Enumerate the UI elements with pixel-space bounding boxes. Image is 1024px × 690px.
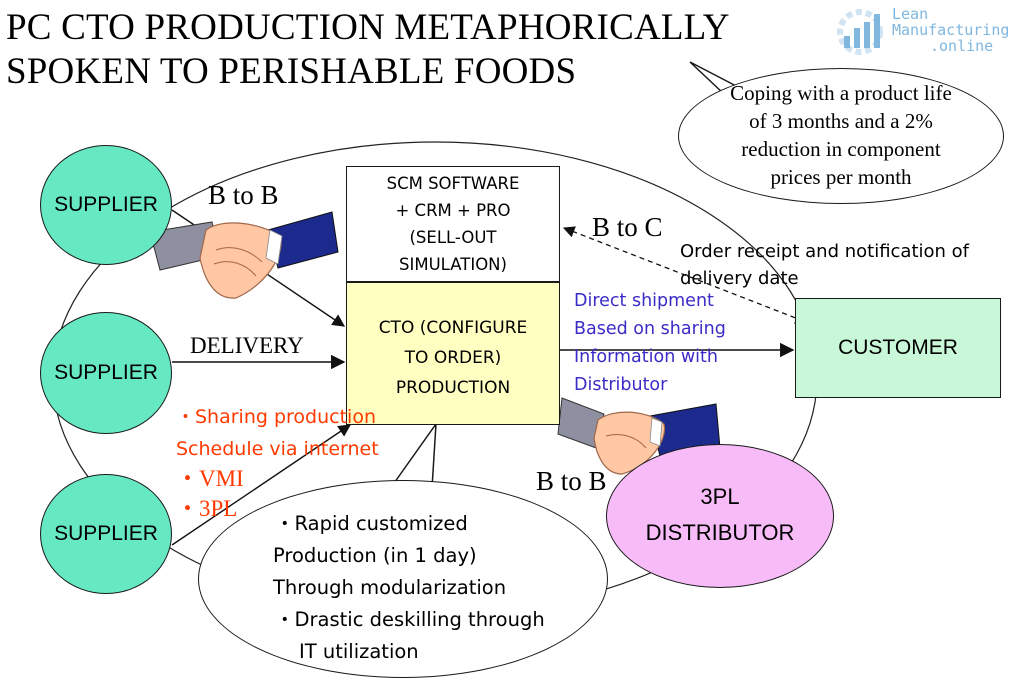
supplier3-arrow [171,424,352,546]
b2c-label: B to C [592,212,663,242]
direct-shipment-note: Direct shipment Based on sharing Informa… [574,287,726,399]
order-note-line: Order receipt and notification of [680,241,970,262]
direct-line: Information with [574,347,718,367]
vmi-3pl-note: ・VMI ・3PL [176,464,244,524]
distributor-line: DISTRIBUTOR [645,520,795,545]
scm-line: + CRM + PRO [395,201,511,220]
logo: Lean Manufacturing .online [830,2,1024,64]
supplier-label: SUPPLIER [54,193,158,216]
bubble-line: reduction in component [741,137,941,161]
cto-line: PRODUCTION [395,378,511,398]
bubble-line: Through modularization [273,576,507,599]
supplier-node-2: SUPPLIER [40,312,172,434]
direct-line: Distributor [574,375,668,395]
scm-software-box: SCM SOFTWARE + CRM + PRO (SELL-OUT SIMUL… [346,166,560,282]
supplier-label: SUPPLIER [54,361,158,384]
direct-line: Direct shipment [574,291,714,311]
bubble-line: of 3 months and a 2% [749,109,933,133]
tpl-line: ・3PL [176,496,238,521]
bubble-line: ・Rapid customized [275,512,468,535]
bubble-line: Coping with a product life [730,81,952,105]
scm-line: SCM SOFTWARE [386,174,520,193]
supplier-node-1: SUPPLIER [40,145,172,265]
order-note-line: delivery date [680,268,799,289]
scm-line: (SELL-OUT [409,228,497,247]
sharing-line: ・Sharing production [176,406,377,428]
b2c-dashed-arrow [562,226,808,324]
cto-production-box: CTO (CONFIGURE TO ORDER) PRODUCTION [346,282,560,425]
title-line-1: PC CTO PRODUCTION METAPHORICALLY [6,7,730,48]
supplier-node-3: SUPPLIER [40,474,172,594]
b2b-label-bottom: B to B [536,466,607,496]
sharing-production-note: ・Sharing production Schedule via interne… [176,401,379,465]
logo-text-3: .online [930,37,994,55]
supplier-label: SUPPLIER [54,522,158,545]
handshake-top-icon [149,211,339,299]
customer-label: CUSTOMER [838,336,958,359]
direct-line: Based on sharing [574,319,726,339]
bubble-line: ・Drastic deskilling through [275,608,545,631]
page-title: PC CTO PRODUCTION METAPHORICALLY SPOKEN … [6,6,836,94]
bubble-line: Production (in 1 day) [273,544,477,567]
scm-line: SIMULATION) [399,255,507,274]
bubble-line: prices per month [770,165,912,189]
gear-chart-icon [837,9,883,55]
b2b-label-top: B to B [208,180,279,210]
sharing-line: Schedule via internet [176,438,379,460]
distributor-line: 3PL [700,484,740,509]
cto-line: TO ORDER) [404,348,502,368]
bubble-line: IT utilization [299,640,419,663]
delivery-label: DELIVERY [190,333,304,358]
bubble-tail-bottom [391,421,437,489]
distributor-node: 3PL DISTRIBUTOR [606,444,834,588]
logo-text-1: Lean [892,5,929,23]
vmi-line: ・VMI [176,466,244,491]
speech-bubble-rapid-production: ・Rapid customized Production (in 1 day) … [198,480,608,678]
customer-box: CUSTOMER [795,298,1001,398]
logo-text-2: Manufacturing [892,21,1010,39]
speech-bubble-product-life: Coping with a product life of 3 months a… [678,68,1004,204]
title-line-2: SPOKEN TO PERISHABLE FOODS [6,51,577,92]
order-receipt-note: Order receipt and notification of delive… [680,238,969,292]
handshake-bottom-icon [557,397,721,475]
cto-line: CTO (CONFIGURE [378,318,528,338]
